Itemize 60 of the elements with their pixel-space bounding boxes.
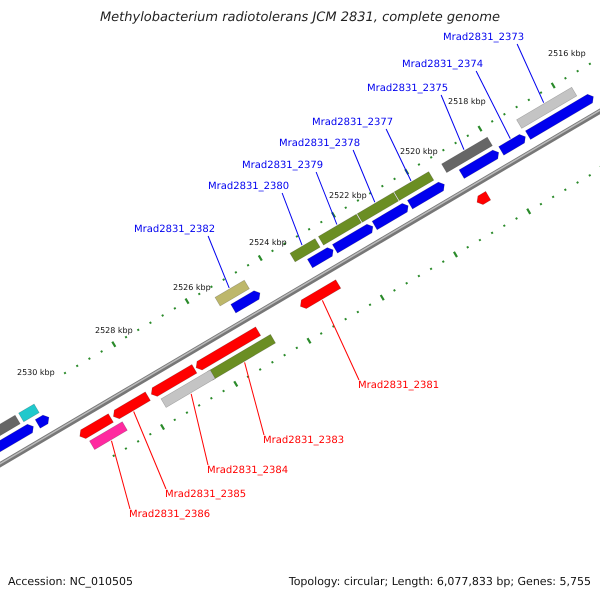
gene-feature <box>89 421 128 450</box>
scale-label: 2526 kbp <box>173 284 211 292</box>
gene-feature <box>214 280 250 306</box>
scale-label: 2516 kbp <box>548 50 586 58</box>
leader-line <box>476 70 511 140</box>
gene-feature <box>196 326 262 370</box>
gene-feature <box>441 136 493 174</box>
leader-line <box>322 300 360 380</box>
gene-label: Mrad2831_2377 <box>312 118 394 128</box>
scale-label: 2530 kbp <box>17 369 55 377</box>
gene-feature <box>230 290 260 314</box>
gene-feature <box>332 224 374 254</box>
gene-feature <box>306 247 334 268</box>
gene-feature <box>516 86 578 129</box>
leader-line <box>440 94 464 150</box>
gene-label: Mrad2831_2386 <box>129 510 210 520</box>
leader-line <box>316 172 338 225</box>
gene-label: Mrad2831_2378 <box>279 139 360 149</box>
gene-label: Mrad2831_2379 <box>242 161 324 171</box>
title: Methylobacterium radiotolerans JCM 2831, complete genome <box>98 11 502 24</box>
gene-feature <box>476 190 492 205</box>
gene-feature <box>318 214 362 246</box>
gene-feature <box>18 404 40 422</box>
gene-feature <box>160 369 216 408</box>
gene-label: Mrad2831_2375 <box>367 84 448 94</box>
gene-feature <box>290 238 321 262</box>
scale-label: 2524 kbp <box>249 239 287 247</box>
gene-feature <box>406 182 445 210</box>
gene-label: Mrad2831_2385 <box>165 490 246 500</box>
leader-line <box>386 128 412 182</box>
gene-label: Mrad2831_2374 <box>402 60 484 70</box>
leader-line <box>516 44 544 104</box>
leader-line <box>110 440 130 510</box>
scale-label: 2528 kbp <box>95 327 133 335</box>
leader-line <box>244 362 264 436</box>
gene-feature <box>150 364 198 397</box>
gene-feature <box>458 150 500 179</box>
leader-line <box>190 393 208 466</box>
leader-line <box>133 411 166 490</box>
leader-line <box>282 192 302 246</box>
scale-label: 2518 kbp <box>448 98 486 106</box>
leader-line <box>352 150 376 203</box>
gene-feature <box>498 134 526 156</box>
genome-info-text: Topology: circular; Length: 6,077,833 bp; Genes: 5,755 <box>288 576 591 587</box>
gene-label: Mrad2831_2382 <box>134 225 216 235</box>
gene-feature <box>113 392 151 420</box>
gene-label: Mrad2831_2380 <box>208 182 290 192</box>
accession-text: Accession: NC_010505 <box>8 576 134 587</box>
gene-feature <box>524 94 594 140</box>
gene-feature <box>300 279 342 309</box>
gene-feature <box>34 414 50 429</box>
scale-label: 2520 kbp <box>400 148 438 156</box>
scale-label: 2522 kbp <box>329 192 367 200</box>
gene-label: Mrad2831_2373 <box>443 33 524 43</box>
gene-label: Mrad2831_2381 <box>358 381 440 391</box>
gene-label: Mrad2831_2384 <box>207 466 288 476</box>
gene-label: Mrad2831_2383 <box>263 436 344 446</box>
gene-feature <box>79 413 114 439</box>
gene-feature <box>372 203 409 230</box>
gene-feature <box>394 171 434 201</box>
